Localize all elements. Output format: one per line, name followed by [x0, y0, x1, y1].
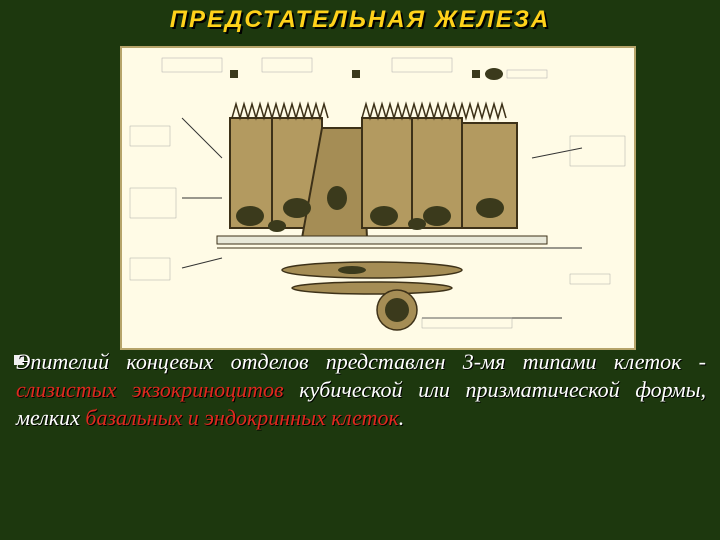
highlight-basal-endocrine-cells: базальных и эндокринных клеток — [85, 405, 399, 430]
paragraph-end: . — [398, 405, 405, 430]
diagram-svg — [129, 57, 626, 331]
diagram-legend — [161, 57, 548, 80]
diagram-labels — [129, 125, 626, 329]
prostate-epithelium-diagram — [120, 46, 636, 350]
slide-title: ПРЕДСТАТЕЛЬНАЯ ЖЕЛЕЗА — [169, 6, 551, 33]
stroma — [281, 261, 463, 331]
bullet-marker — [14, 355, 24, 365]
basal-membrane — [216, 235, 548, 249]
highlight-mucous-exocrinocytes: слизистых экзокриноцитов — [16, 377, 284, 402]
paragraph-part-2: кубической или призматической формы, мел… — [16, 377, 706, 430]
epithelial-cells — [229, 101, 518, 239]
body-paragraph: Эпителий концевых отделов представлен 3-… — [16, 348, 706, 432]
paragraph-part-1: Эпителий концевых отделов представлен 3-… — [16, 349, 706, 374]
